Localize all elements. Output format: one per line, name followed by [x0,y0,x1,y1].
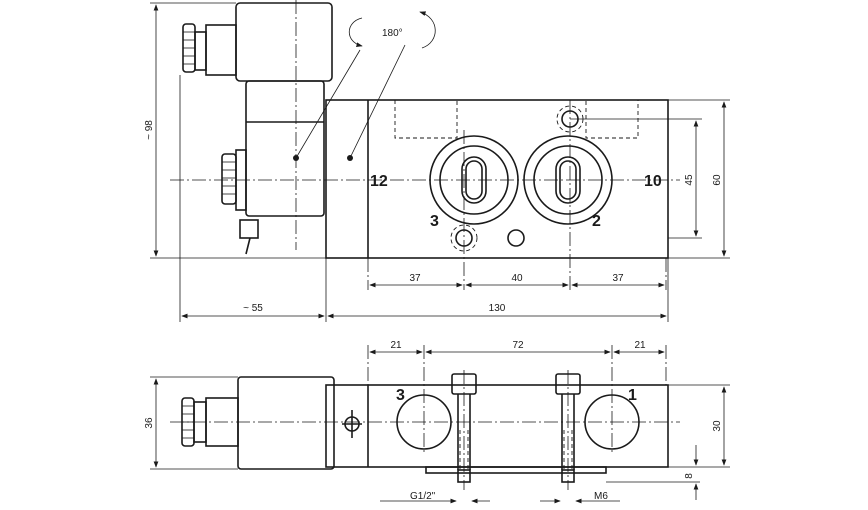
port-label-12: 12 [370,173,388,190]
valve-body-side [325,384,669,468]
dim-21-right: 21 [634,340,646,351]
port-label-3-top: 3 [430,213,439,230]
dim-8: 8 [684,473,695,479]
dim-40: 40 [511,273,523,284]
dim-72: 72 [512,340,524,351]
dim-30: 30 [712,420,723,432]
dim-21-left: 21 [390,340,402,351]
thread-m: M6 [594,491,608,502]
dim-length: 130 [489,303,506,314]
dim-height: ~ 98 [144,120,155,140]
port-label-3-side: 3 [396,387,405,404]
top-view: 180° 12 10 3 2 ~ 98 60 45 37 40 37 [144,0,730,322]
dim-36: 36 [144,417,155,429]
dim-37-right: 37 [612,273,624,284]
dim-body-height: 60 [712,174,723,186]
thread-g: G1/2" [410,491,436,502]
rotation-arrows: 180° [348,11,436,49]
port-label-1: 1 [628,387,637,404]
valve-body-top [325,99,669,259]
bottom-view: 3 1 21 72 21 36 30 8 G1/2" M6 [144,340,730,504]
port-label-10: 10 [644,173,662,190]
rotation-label: 180° [382,28,403,39]
dim-37-left: 37 [409,273,421,284]
port-label-2: 2 [592,213,601,230]
dim-coil: ~ 55 [243,303,263,314]
dim-port-spacing: 45 [684,174,695,186]
solenoid-top [182,0,333,255]
